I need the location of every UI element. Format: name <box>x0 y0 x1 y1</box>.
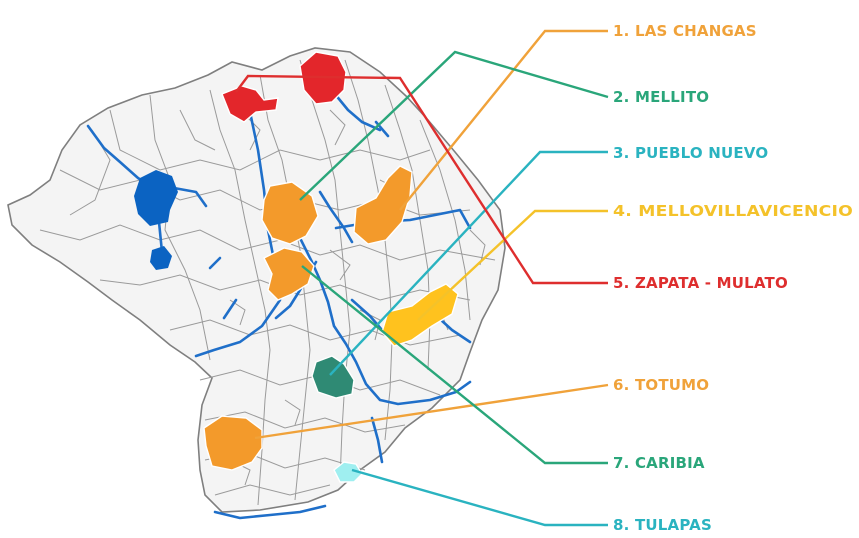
leader-lines <box>235 29 609 527</box>
legend-item-mellito: 2. MELLITO <box>613 88 709 106</box>
leader-line-8 <box>351 468 608 527</box>
pueblo-nuevo-region[interactable] <box>311 355 355 399</box>
legend-item-caribia: 7. CARIBIA <box>613 454 705 472</box>
lake-south <box>150 246 172 270</box>
lake-north <box>134 170 178 226</box>
rivers <box>86 86 472 520</box>
leader-line-6 <box>254 383 609 440</box>
caribia-region[interactable] <box>263 247 315 301</box>
legend-item-zapata-mulato: 5. ZAPATA - MULATO <box>613 274 788 292</box>
legend-item-tulapas: 8. TULAPAS <box>613 516 712 534</box>
leader-line-5 <box>235 74 608 285</box>
legend-item-pueblo-nuevo: 3. PUEBLO NUEVO <box>613 144 768 162</box>
leader-line-2 <box>299 50 609 201</box>
legend-item-las-changas: 1. LAS CHANGAS <box>613 22 757 40</box>
legend-item-mellovillavicencio: 4. MELLOVILLAVICENCIO <box>613 202 853 220</box>
totumo-region[interactable] <box>203 415 263 471</box>
leader-line-7 <box>301 265 608 465</box>
legend: 1. LAS CHANGAS 2. MELLITO 3. PUEBLO NUEV… <box>613 22 853 534</box>
zapata-mulato-region-west[interactable] <box>221 85 279 123</box>
legend-item-totumo: 6. TOTUMO <box>613 376 709 394</box>
leader-line-4 <box>417 209 608 321</box>
leader-line-3 <box>329 150 608 376</box>
